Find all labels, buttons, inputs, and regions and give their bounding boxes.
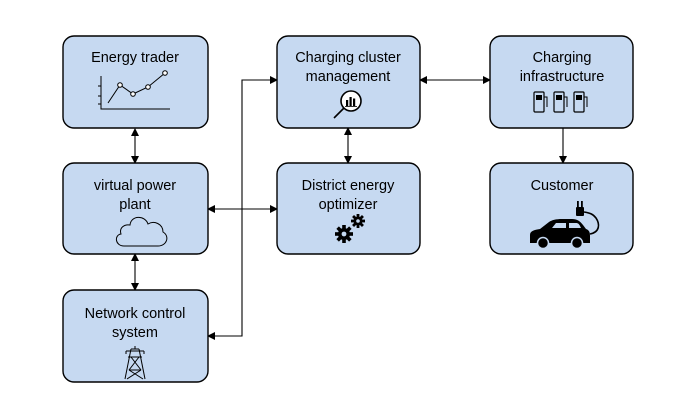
node-district-energy-optimizer: District energy optimizer bbox=[276, 162, 421, 255]
node-label: Customer bbox=[531, 178, 594, 194]
charging-station-icon bbox=[533, 91, 588, 113]
node-label-line1: Charging bbox=[533, 50, 592, 66]
node-energy-trader: Energy trader bbox=[62, 35, 209, 129]
node-label-line1: virtual power bbox=[94, 178, 176, 194]
node-charging-infrastructure: Charging infrastructure bbox=[489, 35, 634, 129]
node-network-control-system: Network control system bbox=[62, 289, 209, 383]
node-customer: Customer bbox=[489, 162, 634, 255]
node-label-line1: Charging cluster bbox=[295, 50, 401, 66]
connectors bbox=[131, 76, 567, 340]
cloud-icon bbox=[116, 216, 168, 247]
node-label-line1: District energy bbox=[302, 178, 395, 194]
node-label-line2: plant bbox=[119, 197, 150, 213]
gears-icon bbox=[335, 214, 365, 243]
magnifier-chart-icon bbox=[333, 90, 362, 119]
node-label-line2: infrastructure bbox=[520, 69, 605, 85]
node-label-line2: optimizer bbox=[319, 197, 378, 213]
line-chart-icon bbox=[98, 70, 170, 110]
electric-car-icon bbox=[530, 201, 600, 250]
node-label-line2: management bbox=[306, 69, 391, 85]
node-label-line2: system bbox=[112, 325, 158, 341]
node-label: Energy trader bbox=[91, 50, 179, 66]
connector-network-cluster bbox=[207, 76, 278, 340]
node-charging-cluster-management: Charging cluster management bbox=[276, 35, 421, 129]
power-pylon-icon bbox=[124, 346, 146, 380]
node-label-line1: Network control bbox=[85, 306, 186, 322]
node-virtual-power-plant: virtual power plant bbox=[62, 162, 209, 255]
